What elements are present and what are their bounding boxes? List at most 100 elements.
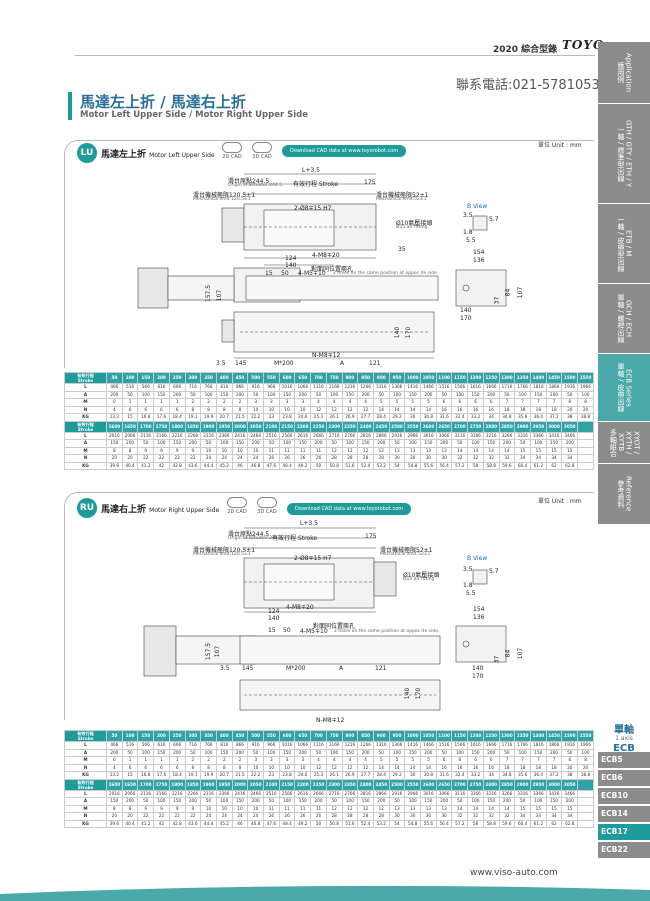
value-cell: 100: [514, 390, 531, 399]
value-cell: 42.8: [168, 819, 186, 828]
subtab-ecb14[interactable]: ECB14: [598, 806, 650, 822]
value-cell: 2016: [106, 789, 123, 798]
value-cell: 28: [372, 812, 390, 821]
value-cell: 34: [545, 812, 563, 821]
value-cell: 1066: [294, 383, 312, 392]
value-cell: 2466: [247, 789, 265, 798]
dim-136: 136: [473, 614, 485, 621]
value-cell: 13: [420, 804, 437, 813]
value-cell: 5: [388, 756, 406, 765]
value-cell: 14: [372, 763, 390, 772]
subtab-ecb10[interactable]: ECB10: [598, 788, 650, 804]
value-cell: 34: [545, 454, 563, 463]
value-cell: 14: [420, 763, 437, 772]
value-cell: 666: [168, 383, 186, 392]
value-cell: 200: [482, 748, 500, 757]
row-label-cell: A: [64, 797, 107, 806]
value-cell: 20: [561, 405, 579, 414]
value-cell: 300: [184, 730, 202, 742]
value-cell: 20.7: [215, 413, 233, 422]
value-cell: 916: [247, 383, 265, 392]
footer-url[interactable]: www.viso-auto.com: [470, 868, 558, 878]
panel-title-en: Motor Right Upper Side: [149, 507, 220, 514]
value-cell: 3066: [435, 431, 453, 440]
dim-124: 124: [285, 255, 297, 262]
value-cell: 12: [325, 446, 343, 455]
dim-origin-en: Origin of actuator:244.5: [228, 536, 283, 541]
value-cell: 200: [561, 439, 579, 448]
cad-2d-icon[interactable]: 2D CAD: [227, 497, 247, 515]
dim-m5x10: 4-M5∓10: [298, 270, 326, 277]
value-cell: 200: [310, 439, 327, 448]
dim-3-5: 3.5: [463, 566, 473, 573]
dim-origin: 滑台原點244.5: [228, 178, 270, 185]
value-cell: 50: [514, 439, 531, 448]
value-cell: 11: [278, 804, 296, 813]
value-cell: 30: [420, 812, 437, 821]
stroke-label-cn: 有效行程: [77, 373, 94, 379]
value-cell: 18.4: [168, 771, 186, 780]
value-cell: 3466: [561, 431, 579, 440]
value-cell: 466: [106, 383, 123, 392]
value-cell: 2066: [121, 431, 139, 440]
value-cell: 4: [341, 756, 359, 765]
value-cell: 2566: [278, 789, 296, 798]
value-cell: 200: [498, 439, 516, 448]
subtab-ecb6[interactable]: ECB6: [598, 770, 650, 786]
subtab-ecb22[interactable]: ECB22: [598, 842, 650, 858]
subtab-ecb5[interactable]: ECB5: [598, 752, 650, 768]
download-cad-link[interactable]: Download CAD data at www.toyorobot.com: [282, 145, 407, 157]
value-cell: 46: [231, 819, 249, 828]
value-cell: 1600: [106, 420, 123, 433]
value-cell: 14: [404, 763, 422, 772]
value-cell: 3116: [451, 789, 469, 798]
value-cell: 50: [435, 748, 453, 757]
value-cell: 50: [310, 819, 327, 828]
value-cell: 150: [294, 439, 312, 448]
row-label-cell: L: [64, 789, 107, 798]
value-cell: 47.6: [263, 819, 280, 828]
value-cell: 650: [294, 730, 312, 742]
value-cell: 100: [577, 390, 594, 399]
value-cell: 3: [278, 398, 296, 407]
value-cell: 350: [200, 730, 217, 742]
drawing-lu: [137, 173, 507, 359]
value-cell: 6: [451, 756, 469, 765]
value-cell: 18: [498, 763, 516, 772]
value-cell: 15: [561, 804, 579, 813]
value-cell: 100: [514, 748, 531, 757]
value-cell: 32: [451, 454, 469, 463]
value-cell: 16: [435, 405, 453, 414]
dim-140c: 140: [404, 687, 412, 700]
value-cell: 4: [325, 398, 343, 407]
value-cell: 1400: [529, 730, 547, 742]
value-cell: 3116: [451, 431, 469, 440]
value-cell: 1: [168, 756, 186, 765]
value-cell: 1766: [514, 741, 531, 750]
subtab-ecb17-active[interactable]: ECB17: [598, 824, 650, 840]
value-cell: 350: [200, 372, 217, 384]
cad-3d-icon[interactable]: 3D CAD: [257, 497, 277, 515]
value-cell: 36.4: [529, 413, 547, 422]
cad-2d-icon[interactable]: 2D CAD: [222, 142, 242, 160]
value-cell: 22: [168, 454, 186, 463]
download-cad-link[interactable]: Download CAD data at www.toyorobot.com: [287, 503, 412, 515]
value-cell: 2900: [514, 778, 531, 791]
value-cell: 3416: [545, 431, 563, 440]
value-cell: 13: [404, 804, 422, 813]
cad-3d-icon[interactable]: 3D CAD: [252, 142, 272, 160]
value-cell: 100: [153, 797, 170, 806]
value-cell: 24.6: [294, 771, 312, 780]
value-cell: 150: [231, 797, 249, 806]
stroke-label-en: Stroke: [77, 784, 94, 790]
value-cell: 50: [137, 797, 155, 806]
